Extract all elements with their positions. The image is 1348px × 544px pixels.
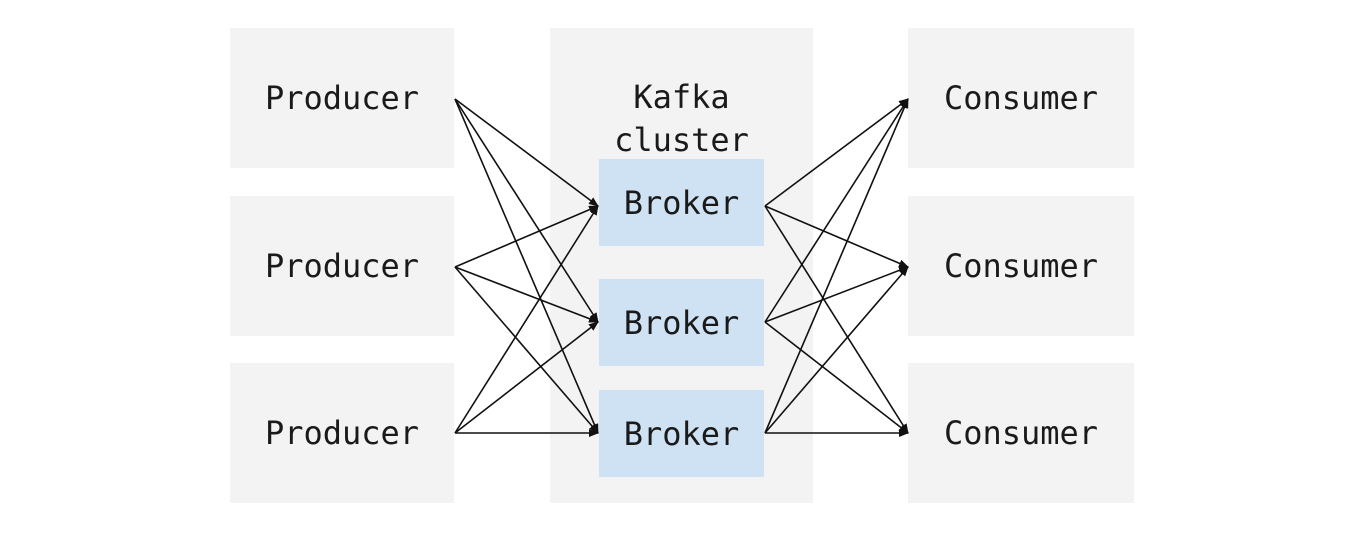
broker-label: Broker <box>623 414 740 453</box>
producer-node-3: Producer <box>230 363 454 503</box>
consumer-node-2: Consumer <box>908 196 1134 336</box>
consumer-node-1: Consumer <box>908 28 1134 168</box>
consumer-label: Consumer <box>943 414 1099 452</box>
broker-node-1: Broker <box>599 159 764 246</box>
broker-label: Broker <box>623 183 740 222</box>
cluster-title-line-2: cluster <box>614 121 749 159</box>
consumer-label: Consumer <box>943 79 1099 117</box>
cluster-title-line-1: Kafka <box>633 78 730 116</box>
consumer-label: Consumer <box>943 247 1099 285</box>
producer-label: Producer <box>264 79 420 117</box>
producer-label: Producer <box>264 414 420 452</box>
producer-node-2: Producer <box>230 196 454 336</box>
producer-node-1: Producer <box>230 28 454 168</box>
consumer-node-3: Consumer <box>908 363 1134 503</box>
cluster-title: Kafka cluster <box>550 76 813 162</box>
broker-node-2: Broker <box>599 279 764 366</box>
producer-label: Producer <box>264 247 420 285</box>
broker-label: Broker <box>623 303 740 342</box>
broker-node-3: Broker <box>599 390 764 477</box>
